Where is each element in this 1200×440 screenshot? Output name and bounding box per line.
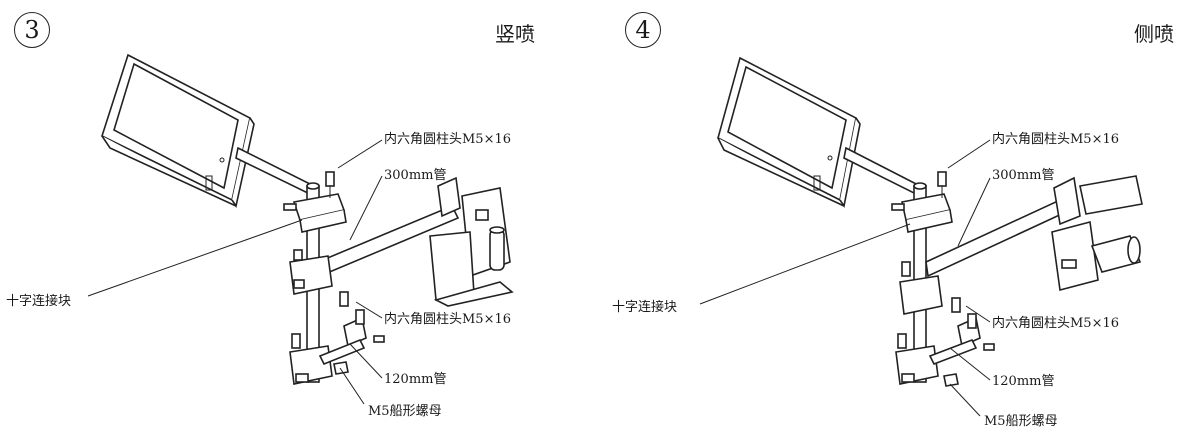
step-number-3: 3 bbox=[14, 12, 50, 48]
step-number-4: 4 bbox=[625, 12, 661, 48]
panel-title-side-spray: 侧喷 bbox=[1134, 22, 1174, 46]
label-tube-120: 120mm管 bbox=[384, 372, 447, 387]
label-nut: M5船形螺母 bbox=[368, 404, 442, 419]
label-cross-block: 十字连接块 bbox=[6, 294, 72, 309]
label-screw-bottom: 内六角圆柱头M5×16 bbox=[992, 316, 1120, 331]
panel-4-drawing bbox=[699, 56, 1143, 417]
label-screw-top: 内六角圆柱头M5×16 bbox=[384, 132, 512, 147]
panel-title-vertical-spray: 竖喷 bbox=[495, 22, 535, 46]
label-tube-300: 300mm管 bbox=[384, 168, 447, 183]
label-screw-bottom: 内六角圆柱头M5×16 bbox=[384, 312, 512, 327]
monitor-icon bbox=[101, 53, 255, 209]
label-tube-120: 120mm管 bbox=[992, 374, 1055, 389]
monitor-icon bbox=[717, 56, 861, 209]
label-tube-300: 300mm管 bbox=[992, 168, 1055, 183]
panel-3-drawing bbox=[87, 53, 514, 405]
label-screw-top: 内六角圆柱头M5×16 bbox=[992, 132, 1120, 147]
printhead-icon bbox=[1051, 175, 1143, 292]
printhead-icon bbox=[429, 176, 514, 307]
label-cross-block: 十字连接块 bbox=[612, 300, 678, 315]
label-nut: M5船形螺母 bbox=[984, 414, 1058, 429]
